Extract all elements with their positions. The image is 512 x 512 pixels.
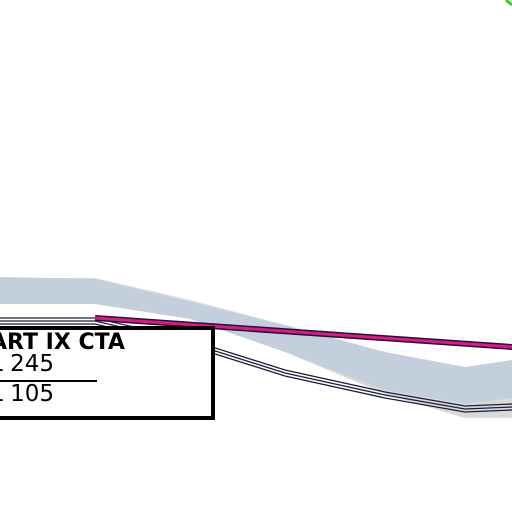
airspace-band bbox=[0, 277, 512, 404]
airspace-upper-limit: L 245 bbox=[0, 351, 55, 377]
airspace-lower-limit: L 105 bbox=[0, 381, 55, 407]
airspace-label-box[interactable] bbox=[0, 326, 215, 420]
airspace-name: ART IX CTA bbox=[0, 330, 125, 355]
route-line[interactable] bbox=[94, 316, 512, 349]
waypoint-marker-partial bbox=[505, 0, 512, 7]
altitude-divider bbox=[0, 380, 97, 382]
